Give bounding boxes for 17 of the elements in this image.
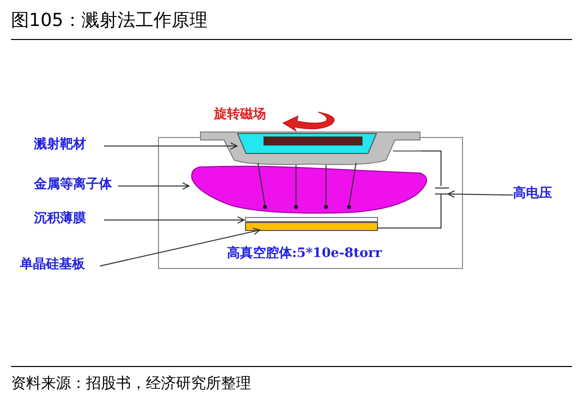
leader-line: [447, 190, 514, 198]
label-text: 金属等离子体: [34, 177, 118, 195]
wire: [420, 150, 442, 186]
leader-line: [100, 228, 260, 266]
label-text: 高电压: [513, 186, 559, 204]
chamber-label: 高真空腔体:5*10e-8torr: [227, 246, 382, 262]
figure-title: 图105：溅射法工作原理: [11, 9, 208, 32]
label-text: 单晶硅基板: [20, 257, 100, 275]
leader-line: [104, 142, 238, 150]
label-text: 旋转磁场: [214, 107, 278, 125]
leader-line: [104, 216, 245, 224]
source-caption: 资料来源：招股书，经济研究所整理: [11, 374, 251, 393]
chamber-outline: [158, 137, 463, 269]
leader-line: [118, 182, 190, 190]
label-text: 溅射靶材: [34, 137, 104, 155]
label-text: 沉积薄膜: [34, 211, 104, 229]
wire: [376, 194, 442, 228]
